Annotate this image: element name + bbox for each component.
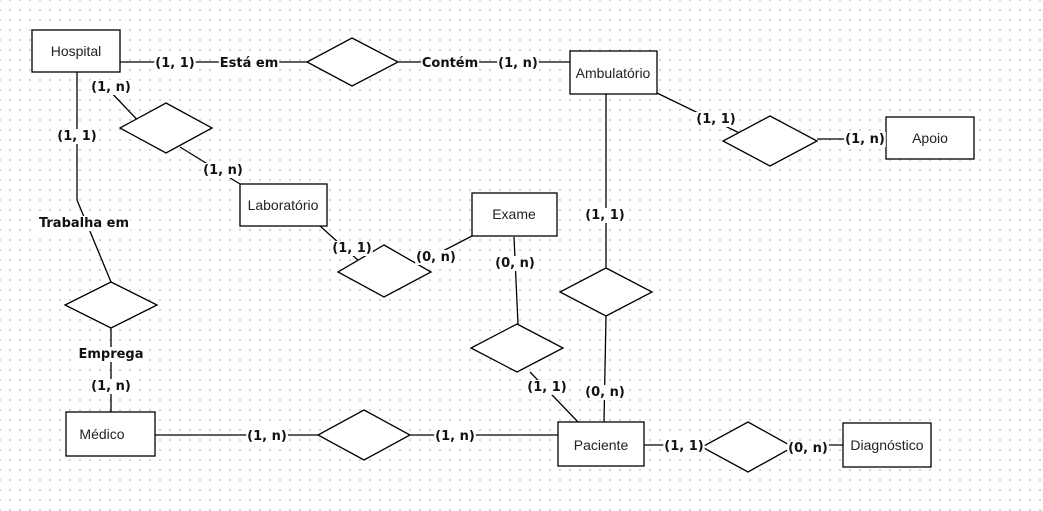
entity-hospital-label: Hospital — [51, 43, 102, 59]
relationship-medico-paciente[interactable] — [316, 409, 412, 461]
cardinality-hospital-esta-em: (1, 1) — [155, 56, 194, 71]
label-background — [787, 441, 829, 456]
cardinality-apoio: (1, n) — [845, 132, 885, 147]
cardinality-laboratorio-exame: (1, 1) — [332, 241, 371, 256]
label-background — [202, 163, 244, 178]
entity-apoio[interactable]: Apoio — [885, 116, 975, 160]
label-background — [844, 132, 886, 147]
relationship-name-emprega: Emprega — [78, 347, 143, 362]
label-background — [434, 429, 476, 444]
relationship-trabalha-emprega[interactable] — [63, 281, 159, 329]
entity-hospital[interactable]: Hospital — [31, 29, 121, 73]
label-background — [218, 56, 280, 71]
cardinality-paciente-diagnostico: (1, 1) — [664, 439, 703, 454]
cardinality-ambulatorio-apoio: (1, 1) — [696, 112, 735, 127]
relationship-name-esta-em: Está em — [220, 56, 279, 71]
label-background — [90, 379, 132, 394]
entity-medico[interactable]: Médico — [65, 411, 156, 457]
entity-apoio-label: Apoio — [912, 130, 948, 146]
entity-laboratorio-label: Laboratório — [248, 197, 319, 213]
cardinality-paciente-ambulatorio: (0, n) — [585, 385, 625, 400]
label-background — [246, 429, 288, 444]
edge-trabalha-emprega — [76, 199, 112, 283]
entity-diagnostico[interactable]: Diagnóstico — [842, 422, 932, 468]
edge-labels: (1, 1) Está em Contém (1, n) (1, n) (1, … — [37, 56, 886, 456]
label-background — [526, 380, 568, 395]
relationship-name-trabalha-em: Trabalha em — [39, 216, 129, 231]
cardinality-paciente-exame: (1, 1) — [527, 380, 566, 395]
entity-ambulatorio[interactable]: Ambulatório — [569, 50, 658, 95]
relationship-exame-paciente[interactable] — [469, 323, 565, 373]
label-background — [420, 56, 480, 71]
entity-paciente-label: Paciente — [574, 437, 629, 453]
entity-paciente[interactable]: Paciente — [557, 421, 645, 467]
entity-exame-label: Exame — [492, 206, 536, 222]
label-background — [695, 112, 737, 127]
cardinality-hospital-laboratorio: (1, n) — [91, 80, 131, 95]
cardinality-hospital-trabalha: (1, 1) — [57, 129, 96, 144]
edge-exame-paciente-rel — [513, 236, 519, 325]
label-background — [77, 347, 145, 362]
label-background — [154, 56, 196, 71]
entities: Hospital Ambulatório Apoio Laboratório E… — [31, 29, 975, 468]
cardinality-medico-emprega: (1, n) — [91, 379, 131, 394]
label-background — [90, 80, 132, 95]
cardinality-ambulatorio-paciente: (1, 1) — [585, 208, 624, 223]
relationship-ambulatorio-paciente[interactable] — [558, 267, 654, 317]
label-background — [37, 216, 131, 231]
cardinality-exame-paciente: (0, n) — [495, 256, 535, 271]
cardinality-exame-laboratorio: (0, n) — [416, 250, 456, 265]
cardinality-diagnostico: (0, n) — [788, 441, 828, 456]
relationship-ambulatorio-apoio[interactable] — [721, 115, 819, 167]
cardinality-paciente-medico: (1, n) — [435, 429, 475, 444]
relationship-paciente-diagnostico[interactable] — [700, 421, 795, 473]
entity-ambulatorio-label: Ambulatório — [576, 65, 651, 81]
entity-exame[interactable]: Exame — [471, 192, 558, 237]
cardinality-laboratorio-hospital: (1, n) — [203, 163, 243, 178]
relationships — [63, 37, 819, 473]
cardinality-medico-paciente: (1, n) — [247, 429, 287, 444]
label-background — [415, 250, 457, 265]
label-background — [497, 56, 539, 71]
label-background — [494, 256, 536, 271]
entity-laboratorio[interactable]: Laboratório — [239, 183, 328, 227]
label-background — [584, 385, 626, 400]
edge-pac-rel-paciente — [603, 315, 607, 423]
label-background — [663, 439, 705, 454]
label-background — [56, 129, 98, 144]
cardinality-contem-ambulatorio: (1, n) — [498, 56, 538, 71]
label-background — [584, 208, 626, 223]
relationship-name-contem: Contém — [422, 56, 478, 71]
entity-medico-label: Médico — [79, 426, 124, 442]
relationship-esta-contem[interactable] — [305, 37, 400, 87]
entity-diagnostico-label: Diagnóstico — [850, 437, 923, 453]
label-background — [331, 241, 373, 256]
relationship-hospital-laboratorio[interactable] — [118, 102, 214, 154]
